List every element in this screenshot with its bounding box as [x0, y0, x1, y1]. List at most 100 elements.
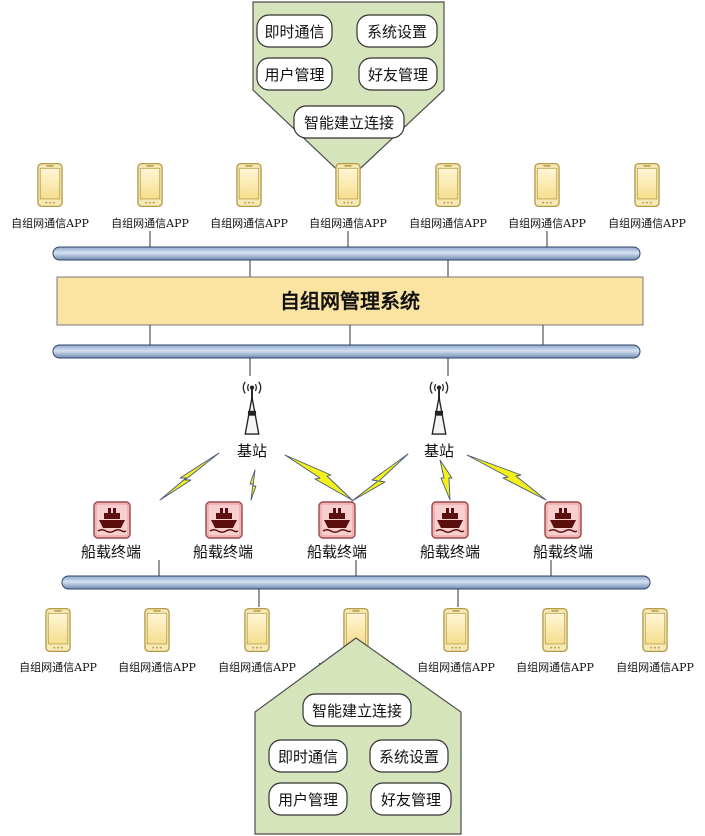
top-phone-1: 自组网通信APP — [11, 162, 89, 230]
ship-icon — [93, 501, 131, 539]
bottom-phone-7-label: 自组网通信APP — [616, 660, 694, 674]
top-connect[interactable]: 智能建立连接 — [293, 105, 405, 139]
top-phone-4: 自组网通信APP — [309, 162, 387, 230]
lightning-icon — [466, 454, 547, 501]
phone-icon — [435, 162, 461, 208]
bottom-phone-5-label: 自组网通信APP — [417, 660, 495, 674]
top-phone-row: 自组网通信APP 自组网通信APP 自组网通信APP 自组网通信APP 自组网通… — [11, 162, 686, 230]
bottom-phone-5: 自组网通信APP — [417, 607, 495, 674]
system-title: 自组网管理系统 — [280, 289, 420, 313]
bottom-item-settings[interactable]: 系统设置 — [369, 739, 449, 773]
bus1-system-connectors — [249, 260, 449, 277]
bottom-item-friends-label: 好友管理 — [381, 791, 441, 809]
bus3-phone-connectors — [258, 589, 459, 607]
wireless-links — [159, 452, 547, 502]
phone-icon — [45, 607, 71, 653]
bottom-phone-1-label: 自组网通信APP — [19, 660, 97, 674]
ship-icon — [205, 501, 243, 539]
bus2-station-connectors — [249, 358, 449, 376]
top-phone-connectors — [149, 231, 548, 247]
top-item-im[interactable]: 即时通信 — [256, 14, 333, 48]
phone-icon — [244, 607, 270, 653]
top-phone-2-label: 自组网通信APP — [111, 216, 189, 230]
bottom-phone-7: 自组网通信APP — [616, 607, 694, 674]
top-item-friends-label: 好友管理 — [368, 66, 428, 84]
bottom-phone-6: 自组网通信APP — [516, 607, 594, 674]
ship-terminal-5: 船载终端 — [533, 501, 593, 561]
ship-terminal-4-label: 船载终端 — [420, 543, 480, 561]
ship-terminal-5-label: 船载终端 — [533, 543, 593, 561]
system-bus2-connectors — [149, 325, 544, 345]
bottom-connect-label: 智能建立连接 — [312, 702, 402, 720]
phone-icon — [137, 162, 163, 208]
bottom-phone-3-label: 自组网通信APP — [218, 660, 296, 674]
top-function-panel: 即时通信 系统设置 用户管理 好友管理 智能建立连接 — [252, 1, 445, 181]
top-item-settings[interactable]: 系统设置 — [356, 14, 438, 48]
ship-terminal-row: 船载终端 船载终端 船载终端 船载终端 船载终端 — [81, 501, 593, 561]
bottom-phone-2-label: 自组网通信APP — [118, 660, 196, 674]
lightning-icon — [351, 453, 409, 502]
bottom-item-users[interactable]: 用户管理 — [268, 782, 348, 816]
top-phone-7: 自组网通信APP — [608, 162, 686, 230]
management-system-box: 自组网管理系统 — [56, 276, 644, 326]
ship-terminal-3-label: 船载终端 — [307, 543, 367, 561]
bottom-item-users-label: 用户管理 — [278, 791, 338, 809]
top-item-im-label: 即时通信 — [264, 23, 324, 41]
bottom-phone-row: 自组网通信APP 自组网通信APP 自组网通信APP 自组网通信APP 自组网通… — [19, 607, 694, 674]
base-station-1: 基站 — [237, 380, 267, 460]
top-connect-label: 智能建立连接 — [304, 114, 394, 132]
antenna-icon — [242, 380, 262, 436]
top-phone-3-label: 自组网通信APP — [210, 216, 288, 230]
phone-icon — [144, 607, 170, 653]
top-phone-5-label: 自组网通信APP — [409, 216, 487, 230]
bottom-item-friends[interactable]: 好友管理 — [370, 782, 452, 816]
ship-terminal-4: 船载终端 — [420, 501, 480, 561]
top-phone-6: 自组网通信APP — [508, 162, 586, 230]
lightning-icon — [249, 469, 257, 501]
ship-icon — [544, 501, 582, 539]
base-station-1-label: 基站 — [237, 442, 267, 460]
base-station-2: 基站 — [424, 380, 454, 460]
bottom-phone-3: 自组网通信APP — [218, 607, 296, 674]
phone-icon — [534, 162, 560, 208]
bottom-phone-2: 自组网通信APP — [118, 607, 196, 674]
base-station-2-label: 基站 — [424, 442, 454, 460]
top-phone-7-label: 自组网通信APP — [608, 216, 686, 230]
bottom-item-im-label: 即时通信 — [278, 748, 338, 766]
top-item-settings-label: 系统设置 — [367, 23, 427, 41]
ship-terminal-3: 船载终端 — [307, 501, 367, 561]
top-item-friends[interactable]: 好友管理 — [358, 57, 438, 91]
top-phone-3: 自组网通信APP — [210, 162, 288, 230]
phone-icon — [236, 162, 262, 208]
terminal-bus3-connectors — [158, 560, 552, 576]
top-phone-1-label: 自组网通信APP — [11, 216, 89, 230]
top-item-users[interactable]: 用户管理 — [256, 57, 333, 91]
phone-icon — [642, 607, 668, 653]
bottom-connect[interactable]: 智能建立连接 — [302, 693, 412, 727]
phone-icon — [634, 162, 660, 208]
lightning-icon — [159, 452, 220, 501]
bottom-item-im[interactable]: 即时通信 — [268, 739, 348, 773]
phone-icon — [335, 162, 361, 208]
antenna-icon — [429, 380, 449, 436]
bottom-item-settings-label: 系统设置 — [379, 748, 439, 766]
phone-icon — [443, 607, 469, 653]
top-phone-6-label: 自组网通信APP — [508, 216, 586, 230]
phone-icon — [37, 162, 63, 208]
phone-icon — [542, 607, 568, 653]
middle-bus — [52, 344, 641, 359]
top-phone-4-label: 自组网通信APP — [309, 216, 387, 230]
ship-terminal-1: 船载终端 — [81, 501, 141, 561]
bottom-bus — [61, 575, 651, 590]
top-item-users-label: 用户管理 — [264, 66, 324, 84]
top-phone-5: 自组网通信APP — [409, 162, 487, 230]
top-phone-2: 自组网通信APP — [111, 162, 189, 230]
bottom-phone-6-label: 自组网通信APP — [516, 660, 594, 674]
lightning-icon — [439, 459, 453, 501]
bottom-phone-1: 自组网通信APP — [19, 607, 97, 674]
ship-terminal-1-label: 船载终端 — [81, 543, 141, 561]
ship-icon — [431, 501, 469, 539]
bottom-function-panel: 智能建立连接 即时通信 系统设置 用户管理 好友管理 — [254, 637, 462, 835]
ship-icon — [318, 501, 356, 539]
